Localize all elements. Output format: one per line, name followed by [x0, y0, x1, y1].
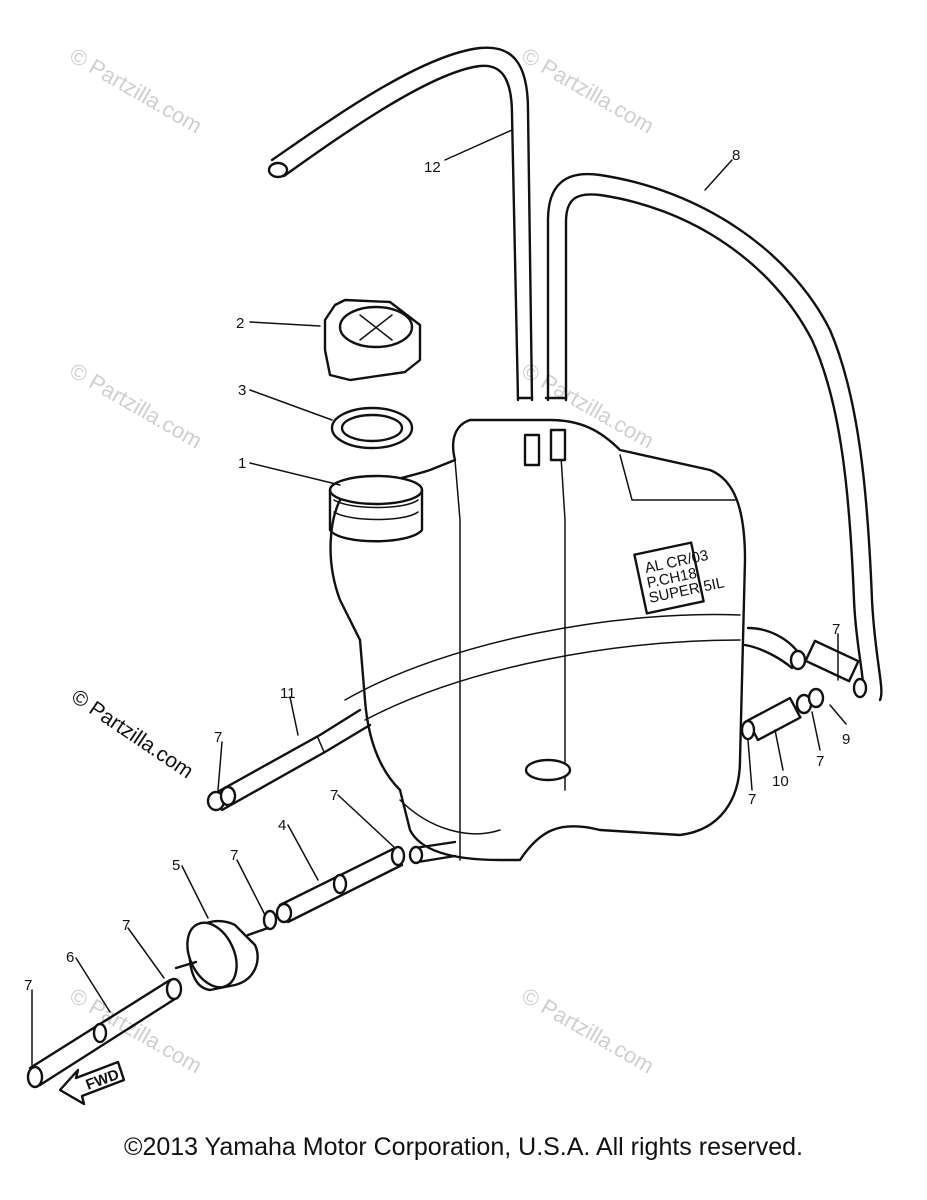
callout-7: 7 [214, 729, 222, 746]
callout-1: 1 [238, 455, 246, 472]
callout-7: 7 [816, 753, 824, 770]
hose-4 [262, 845, 406, 931]
watermark: © Partzilla.com [518, 43, 659, 139]
callout-4: 4 [278, 817, 286, 834]
callout-11: 11 [280, 685, 296, 702]
watermark: © Partzilla.com [66, 43, 207, 139]
fuel-tank: AL CR/03 P.CH18 SUPER 5IL [328, 418, 747, 865]
watermark: © Partzilla.com [518, 983, 659, 1079]
forward-arrow: FWD [58, 1060, 126, 1106]
callout-6: 6 [66, 949, 74, 966]
partzilla-watermark: © Partzilla.com [67, 685, 197, 783]
callout-7: 7 [330, 787, 338, 804]
copyright-notice: ©2013 Yamaha Motor Corporation, U.S.A. A… [124, 1133, 803, 1161]
watermark: © Partzilla.com [66, 358, 207, 454]
callout-7: 7 [24, 977, 32, 994]
hose-11 [206, 708, 372, 812]
callout-7: 7 [832, 621, 840, 638]
callout-7: 7 [122, 917, 130, 934]
tank-cap [323, 298, 422, 382]
hose-6 [26, 977, 183, 1089]
callout-12: 12 [424, 159, 441, 176]
callout-9: 9 [842, 731, 850, 748]
leader-lines [31, 129, 847, 1066]
hose-9-10 [740, 626, 868, 742]
watermark: © Partzilla.com [66, 983, 207, 1079]
hose-8 [544, 172, 883, 702]
callout-7: 7 [230, 847, 238, 864]
callout-10: 10 [772, 773, 789, 790]
callout-2: 2 [236, 315, 244, 332]
forward-marker: FWD [84, 1066, 122, 1094]
hose-12 [267, 46, 534, 402]
callout-numbers: 1 2 3 4 5 6 7 7 7 7 7 7 7 7 8 9 10 11 12 [24, 147, 850, 994]
fuel-filter [174, 919, 270, 992]
callout-8: 8 [732, 147, 740, 164]
callout-7: 7 [748, 791, 756, 808]
callout-3: 3 [238, 382, 246, 399]
callout-5: 5 [172, 857, 180, 874]
gasket [330, 406, 414, 450]
